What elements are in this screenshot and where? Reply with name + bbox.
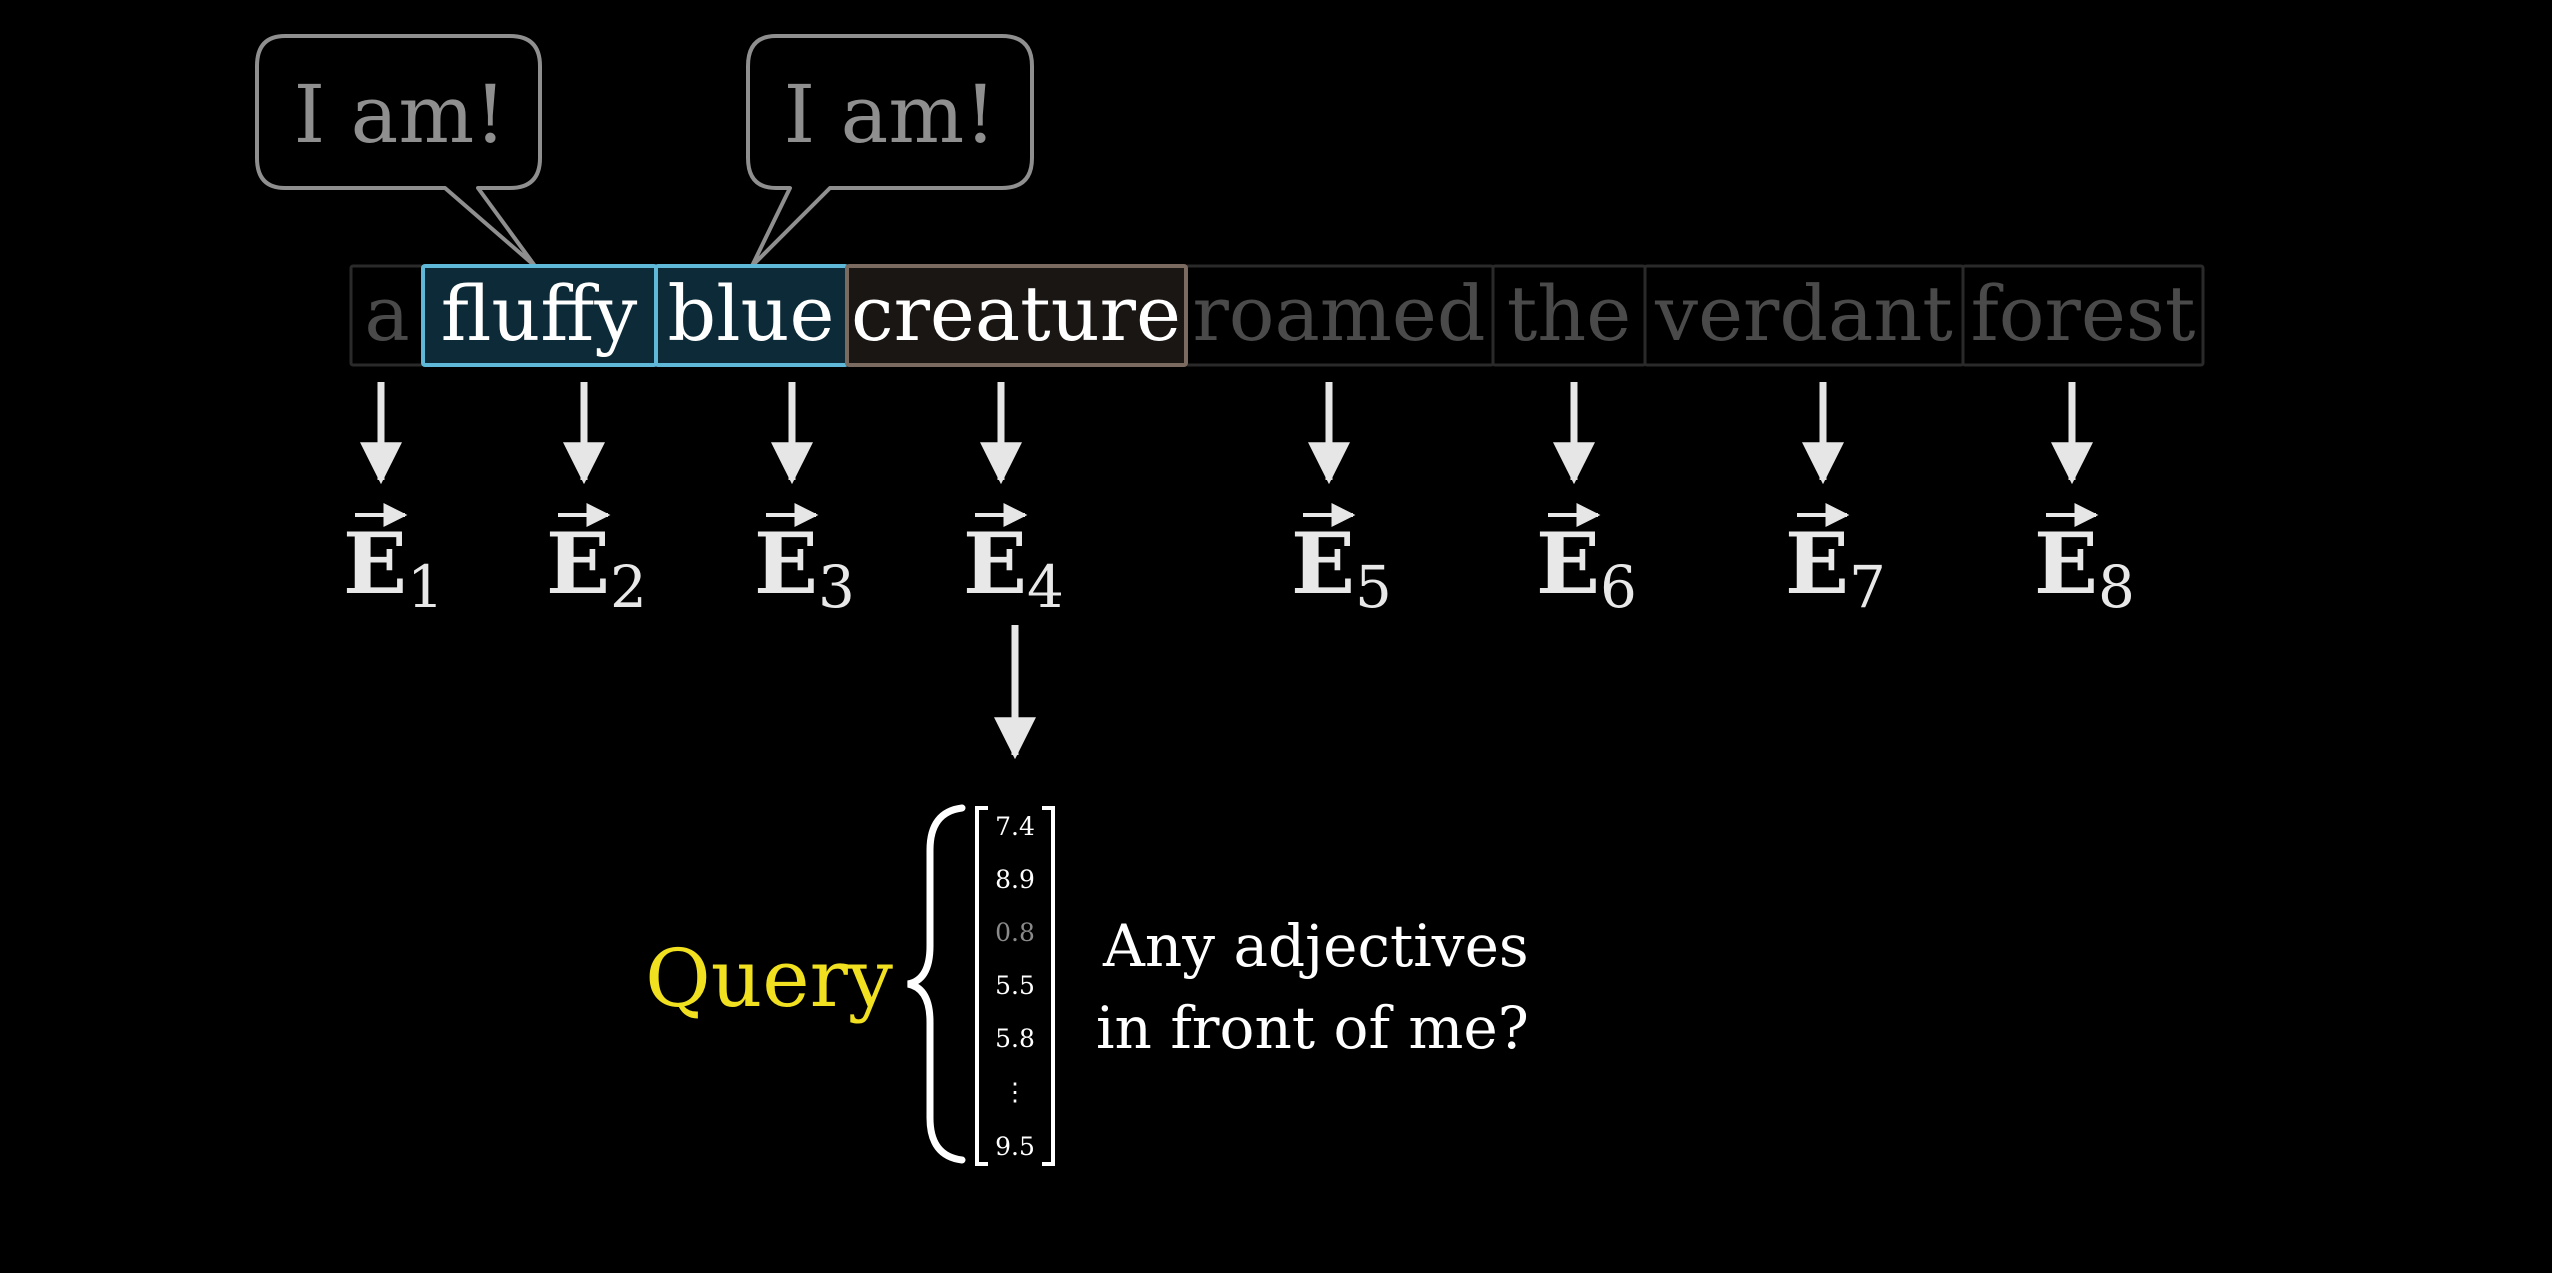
embedding-e5: E5 [1291, 503, 1392, 621]
embedding-index: 4 [1027, 553, 1064, 621]
embedding-e2: E2 [546, 503, 647, 621]
token-fluffy: fluffy [421, 264, 658, 367]
token-the: the [1491, 264, 1647, 367]
svg-text:E5: E5 [1291, 514, 1392, 621]
svg-text:E6: E6 [1536, 514, 1637, 621]
embedding-e3: E3 [754, 503, 855, 621]
embedding-index: 1 [407, 553, 444, 621]
speech-bubble-outline [255, 34, 542, 268]
vector-brackets [975, 806, 1055, 1166]
svg-text:E3: E3 [754, 514, 855, 621]
question-line: Any adjectives [1102, 912, 1529, 980]
embedding-labels: E1 E2 E3 E4 E5 E6 E7 E8 [343, 503, 2135, 621]
embedding-index: 5 [1355, 553, 1392, 621]
vector-value: 5.8 [995, 1024, 1035, 1053]
svg-text:creature: creature [851, 269, 1181, 358]
token-roamed: roamed [1184, 264, 1495, 367]
token-to-embedding-arrows [360, 382, 2093, 485]
embedding-index: 3 [818, 553, 855, 621]
vertical-ellipsis: ⋮ [1003, 1077, 1028, 1106]
token-creature: creature [845, 264, 1188, 367]
embedding-index: 6 [1600, 553, 1637, 621]
vector-value: 0.8 [995, 918, 1035, 947]
left-bracket-icon [975, 806, 988, 1166]
embedding-e6: E6 [1536, 503, 1637, 621]
token-a: a [349, 264, 425, 367]
embedding-index: 2 [610, 553, 647, 621]
embedding-symbol: E [546, 514, 610, 613]
svg-text:verdant: verdant [1654, 269, 1953, 358]
curly-brace-icon [907, 804, 966, 1164]
embedding-symbol: E [2034, 514, 2098, 613]
query-label: Query [645, 932, 893, 1025]
query-vector: 7.4 8.9 0.8 5.5 5.8 ⋮ 9.5 [995, 812, 1035, 1161]
right-bracket-icon [1042, 806, 1055, 1166]
embedding-symbol: E [1536, 514, 1600, 613]
embedding-index: 8 [2098, 553, 2135, 621]
question-line: in front of me? [1096, 994, 1529, 1062]
vector-value: 8.9 [995, 865, 1035, 894]
svg-text:blue: blue [668, 269, 835, 358]
token-verdant: verdant [1643, 264, 1965, 367]
vector-value: 9.5 [995, 1132, 1035, 1161]
embedding-symbol: E [1785, 514, 1849, 613]
vector-value: 5.5 [995, 971, 1035, 1000]
embedding-symbol: E [1291, 514, 1355, 613]
speech-bubble-text: I am! [294, 68, 507, 161]
query-question: Any adjectives in front of me? [1096, 912, 1529, 1062]
svg-text:the: the [1507, 269, 1631, 358]
svg-text:forest: forest [1971, 269, 2196, 358]
embedding-symbol: E [343, 514, 407, 613]
embedding-index: 7 [1849, 553, 1886, 621]
speech-bubble-outline [746, 34, 1034, 268]
token-forest: forest [1961, 264, 2205, 367]
svg-text:E8: E8 [2034, 514, 2135, 621]
speech-bubble-fluffy: I am! [255, 34, 542, 268]
svg-text:E2: E2 [546, 514, 647, 621]
token-row: a roamed the verdant forest fluffy blue [349, 264, 2205, 367]
svg-text:E4: E4 [963, 514, 1064, 621]
svg-text:E7: E7 [1785, 514, 1886, 621]
svg-text:E1: E1 [343, 514, 444, 621]
speech-bubble-text: I am! [784, 68, 997, 161]
svg-text:fluffy: fluffy [441, 269, 638, 358]
token-blue: blue [654, 264, 849, 367]
embedding-e7: E7 [1785, 503, 1886, 621]
svg-text:a: a [364, 269, 409, 358]
embedding-symbol: E [754, 514, 818, 613]
embedding-e1: E1 [343, 503, 444, 621]
vector-value: 7.4 [995, 812, 1035, 841]
embedding-e4: E4 [963, 503, 1064, 621]
embedding-symbol: E [963, 514, 1027, 613]
speech-bubble-blue: I am! [746, 34, 1034, 268]
svg-text:roamed: roamed [1192, 269, 1485, 358]
embedding-e8: E8 [2034, 503, 2135, 621]
